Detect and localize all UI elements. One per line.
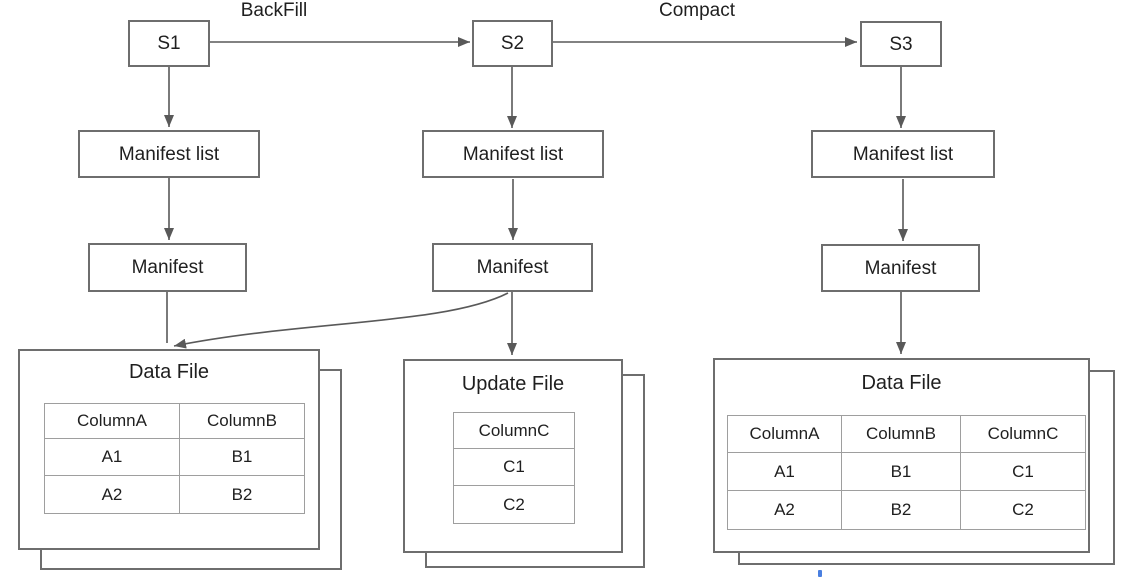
table-header-cell: ColumnB bbox=[179, 403, 305, 439]
update-file-title: Update File bbox=[461, 373, 565, 395]
node-snapshot-s1: S1 bbox=[128, 20, 210, 67]
stray-blue-cursor-mark bbox=[818, 570, 822, 577]
data-file-3-table: ColumnA ColumnB ColumnC A1 B1 C1 A2 B2 C… bbox=[727, 415, 1086, 530]
table-cell: B2 bbox=[179, 475, 305, 514]
table-cell: A1 bbox=[727, 452, 842, 491]
update-file-box: Update File ColumnC C1 C2 bbox=[403, 359, 623, 553]
table-cell: C2 bbox=[453, 485, 575, 524]
node-manifest-list-3: Manifest list bbox=[811, 130, 995, 178]
data-file-1-table: ColumnA ColumnB A1 B1 A2 B2 bbox=[44, 403, 305, 514]
node-manifest-3: Manifest bbox=[821, 244, 980, 292]
node-manifest-2: Manifest bbox=[432, 243, 593, 292]
data-file-1-title: Data File bbox=[128, 361, 210, 383]
node-snapshot-s3: S3 bbox=[860, 21, 942, 67]
data-file-3-box: Data File ColumnA ColumnB ColumnC A1 B1 … bbox=[713, 358, 1090, 553]
node-manifest-list-2: Manifest list bbox=[422, 130, 604, 178]
table-cell: B2 bbox=[841, 490, 961, 530]
edge-label-backfill: BackFill bbox=[240, 0, 308, 21]
table-header-cell: ColumnC bbox=[453, 412, 575, 449]
table-cell: C1 bbox=[960, 452, 1086, 491]
table-cell: A2 bbox=[727, 490, 842, 530]
table-header-cell: ColumnA bbox=[727, 415, 842, 453]
table-cell: C1 bbox=[453, 448, 575, 486]
node-manifest-1: Manifest bbox=[88, 243, 247, 292]
table-cell: A2 bbox=[44, 475, 180, 514]
update-file-table: ColumnC C1 C2 bbox=[453, 412, 575, 524]
arrow-manifest2-to-datafile1-curve bbox=[173, 292, 509, 349]
node-snapshot-s2: S2 bbox=[472, 20, 553, 67]
data-file-1-box: Data File ColumnA ColumnB A1 B1 A2 B2 bbox=[18, 349, 320, 550]
table-cell: A1 bbox=[44, 438, 180, 476]
table-header-cell: ColumnB bbox=[841, 415, 961, 453]
table-cell: B1 bbox=[179, 438, 305, 476]
node-manifest-list-1: Manifest list bbox=[78, 130, 260, 178]
data-file-3-title: Data File bbox=[861, 372, 942, 394]
table-cell: C2 bbox=[960, 490, 1086, 530]
edge-label-compact: Compact bbox=[658, 0, 736, 21]
table-cell: B1 bbox=[841, 452, 961, 491]
table-header-cell: ColumnC bbox=[960, 415, 1086, 453]
table-header-cell: ColumnA bbox=[44, 403, 180, 439]
